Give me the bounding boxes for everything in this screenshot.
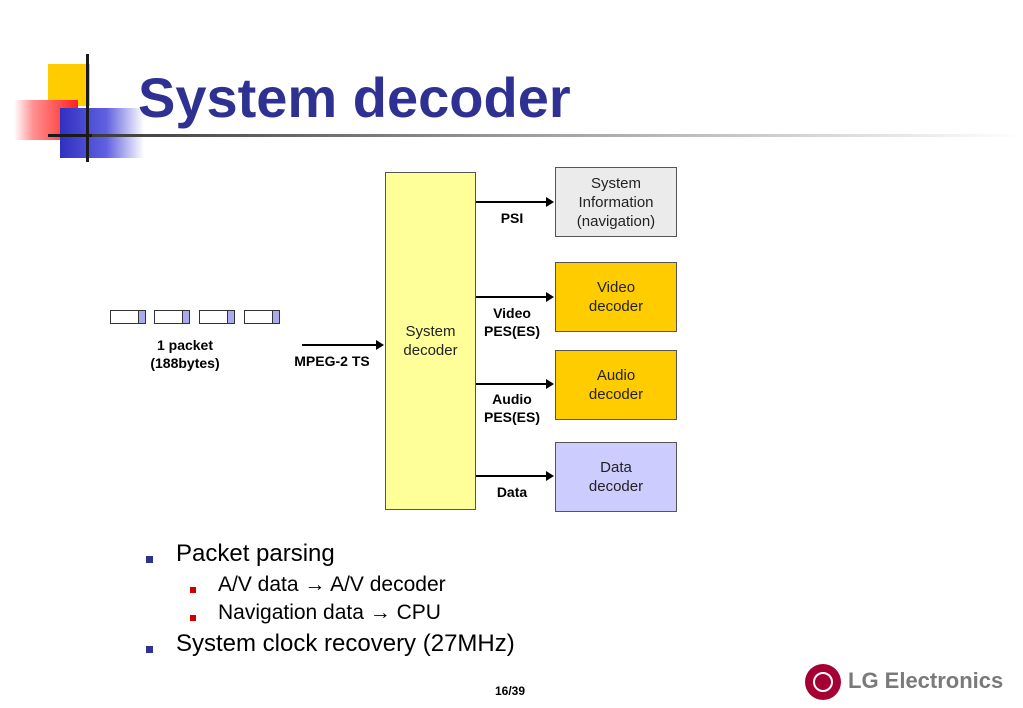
corner-blue-square — [60, 108, 144, 158]
page-number: 16/39 — [494, 684, 526, 698]
corner-yellow-square — [48, 64, 90, 106]
sub-bullet-navigation-data: Navigation data → CPU — [218, 601, 441, 624]
corner-vertical-line — [86, 54, 89, 162]
data-decoder-box: Data decoder — [555, 442, 677, 512]
bullet-marker — [146, 646, 153, 653]
bullet-marker — [146, 556, 153, 563]
title-underline — [92, 134, 1022, 137]
data-label: Data — [496, 484, 528, 500]
packet-label-line2: (188bytes) — [150, 355, 220, 371]
lg-logo-text: LG Electronics — [848, 668, 1004, 693]
sub-bullet-marker — [190, 587, 196, 593]
ts-packet — [154, 310, 190, 324]
system-information-text: System Information (navigation) — [576, 174, 656, 230]
packet-label: 1 packet (188bytes) — [120, 336, 250, 372]
audio-decoder-box: Audio decoder — [555, 350, 677, 420]
system-information-box: System Information (navigation) — [555, 167, 677, 237]
ts-packet — [110, 310, 146, 324]
sub-bullet-av-data: A/V data → A/V decoder — [218, 573, 446, 596]
audio-decoder-text: Audio decoder — [588, 367, 644, 403]
system-decoder-label: System decoder — [403, 323, 458, 359]
data-arrow — [476, 471, 554, 481]
data-decoder-text: Data decoder — [588, 459, 644, 495]
ts-packet — [244, 310, 280, 324]
system-decoder-box: System decoder — [385, 172, 476, 510]
sub-bullet-marker — [190, 615, 196, 621]
bullet-clock-recovery: System clock recovery (27MHz) — [176, 630, 515, 657]
audio-pes-line2: PES(ES) — [483, 409, 540, 425]
audio-pes-line1: Audio — [492, 391, 532, 407]
video-arrow — [476, 292, 554, 302]
audio-pes-label: Audio PES(ES) — [478, 390, 546, 426]
input-label: MPEG-2 TS — [294, 353, 370, 369]
video-pes-line1: Video — [493, 305, 531, 321]
video-decoder-text: Video decoder — [588, 279, 644, 315]
audio-arrow — [476, 379, 554, 389]
bullet-packet-parsing: Packet parsing — [176, 540, 335, 567]
video-pes-line2: PES(ES) — [483, 323, 540, 339]
video-decoder-box: Video decoder — [555, 262, 677, 332]
slide-title: System decoder — [138, 66, 571, 129]
lg-logo-face-icon — [813, 672, 833, 692]
packet-label-line1: 1 packet — [156, 337, 214, 353]
input-arrow — [302, 340, 384, 350]
video-pes-label: Video PES(ES) — [478, 304, 546, 340]
ts-packet — [199, 310, 235, 324]
psi-label: PSI — [500, 210, 524, 226]
psi-arrow — [476, 197, 554, 207]
